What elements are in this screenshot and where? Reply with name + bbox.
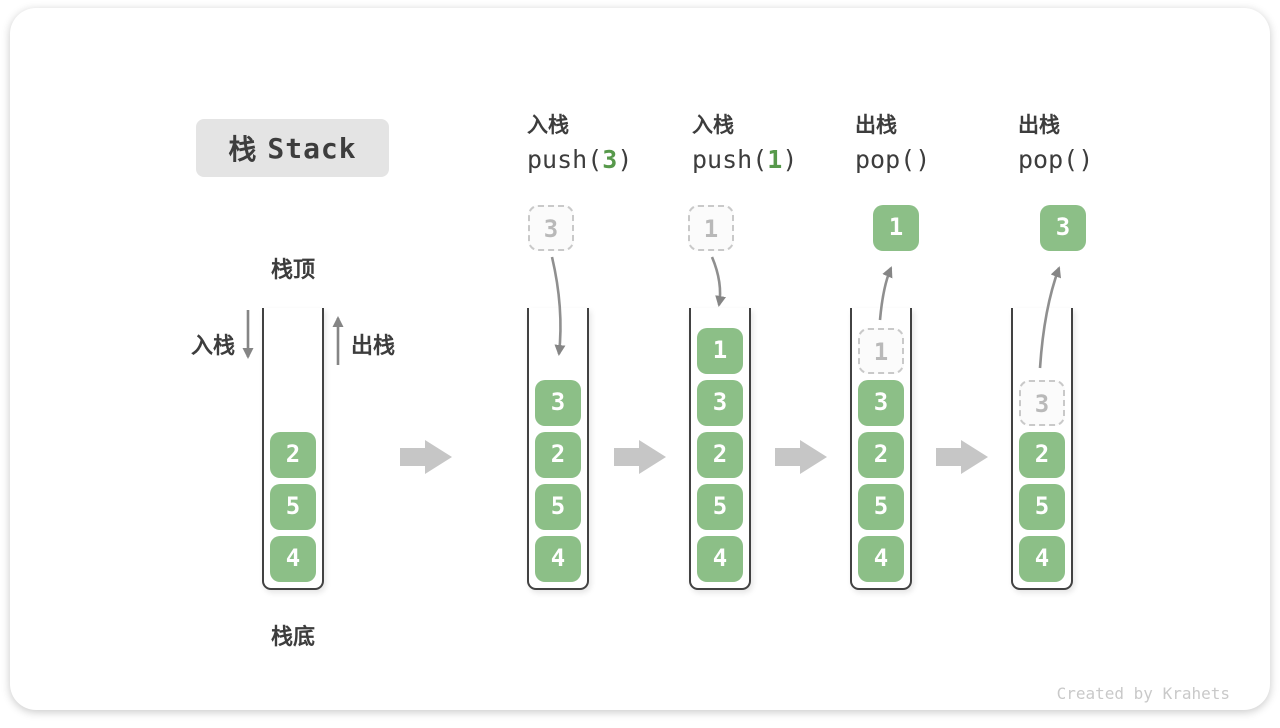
stack-cell: 4 (858, 536, 904, 582)
code-arg: 3 (602, 145, 618, 174)
stack-cell: 3 (535, 380, 581, 426)
stack-bottom-label: 栈底 (270, 625, 315, 650)
push-motion-arrow-icon (710, 256, 727, 307)
code-prefix: pop() (855, 145, 931, 174)
stack-cell: 2 (858, 432, 904, 478)
watermark: Created by Krahets (1056, 684, 1230, 703)
pop-side-label: 出栈 (351, 334, 396, 359)
stack-cell: 3 (858, 380, 904, 426)
stack-cell: 4 (270, 536, 316, 582)
code-suffix: ) (782, 145, 798, 174)
code-arg: 1 (767, 145, 783, 174)
stack-cell: 2 (270, 432, 316, 478)
push-side-label: 入栈 (191, 334, 236, 359)
stack-cell: 2 (697, 432, 743, 478)
step-arrow-icon (400, 440, 452, 474)
stack-cell: 4 (1019, 536, 1065, 582)
diagram-card: 栈 Stack 入栈 push(3) 入栈 push(1) 出栈 pop() 出… (10, 8, 1270, 710)
popped-value-box: 1 (873, 205, 919, 251)
incoming-value-box: 3 (528, 205, 574, 251)
stack-cell: 1 (697, 328, 743, 374)
op-name: 入栈 (692, 113, 734, 137)
op-name: 出栈 (1018, 113, 1060, 137)
stack-cell: 3 (697, 380, 743, 426)
title-badge: 栈 Stack (196, 119, 389, 177)
op-code: pop() (855, 144, 930, 176)
incoming-value-box: 1 (688, 205, 734, 251)
popped-value-box: 3 (1040, 205, 1086, 251)
op-code: push(1) (692, 144, 797, 176)
step-arrow-icon (775, 440, 827, 474)
stack-cell-ghost: 3 (1019, 380, 1065, 426)
op-name: 出栈 (855, 113, 897, 137)
code-prefix: pop() (1018, 145, 1094, 174)
op-push-1: 入栈 push(1) (692, 111, 797, 176)
stack-cell: 2 (535, 432, 581, 478)
step-arrow-icon (614, 440, 666, 474)
op-code: pop() (1018, 144, 1093, 176)
stack-top-label: 栈顶 (270, 258, 315, 283)
code-prefix: push( (527, 145, 603, 174)
title-cn: 栈 (228, 133, 258, 166)
op-pop-1: 出栈 pop() (855, 111, 930, 176)
step-arrow-icon (936, 440, 988, 474)
title-en: Stack (267, 131, 357, 165)
stack-cell: 4 (535, 536, 581, 582)
op-pop-2: 出栈 pop() (1018, 111, 1093, 176)
stack-cell: 5 (697, 484, 743, 530)
stack-cell-ghost: 1 (858, 328, 904, 374)
code-suffix: ) (617, 145, 633, 174)
stack-cell: 5 (1019, 484, 1065, 530)
op-name: 入栈 (527, 113, 569, 137)
op-push-3: 入栈 push(3) (527, 111, 632, 176)
stack-cell: 2 (1019, 432, 1065, 478)
code-prefix: push( (692, 145, 768, 174)
stack-cell: 5 (535, 484, 581, 530)
stack-cell: 5 (270, 484, 316, 530)
op-code: push(3) (527, 144, 632, 176)
stack-cell: 5 (858, 484, 904, 530)
stack-cell: 4 (697, 536, 743, 582)
